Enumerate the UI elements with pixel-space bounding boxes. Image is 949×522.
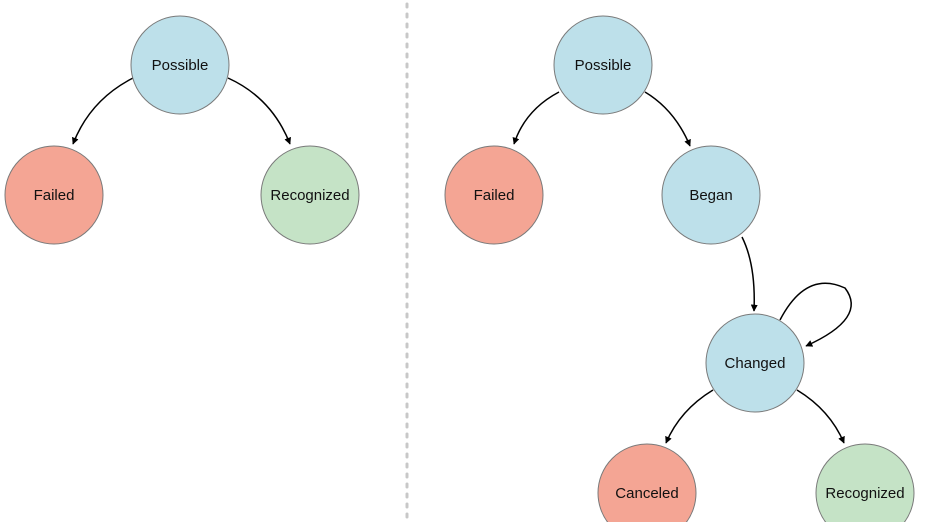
state-circle (815, 443, 915, 522)
state-node-began: Began (661, 145, 761, 245)
state-node-canceled: Canceled (597, 443, 697, 522)
state-node-recognized: Recognized (815, 443, 915, 522)
state-label: Possible (575, 57, 632, 74)
right-state-machine: Possible Failed Began Changed Canceled R… (444, 15, 915, 522)
state-node-recognized: Recognized (260, 145, 360, 245)
state-circle (661, 145, 761, 245)
state-node-possible: Possible (130, 15, 230, 115)
state-node-failed: Failed (4, 145, 104, 245)
state-node-possible: Possible (553, 15, 653, 115)
state-circle (705, 313, 805, 413)
edge-possible-to-failed (512, 91, 560, 145)
state-label: Canceled (615, 485, 678, 502)
edge-possible-to-began (644, 91, 691, 147)
edge-changed-self-loop (779, 282, 852, 347)
edge-possible-to-recognized (227, 77, 291, 145)
state-circle (4, 145, 104, 245)
state-label: Changed (725, 355, 786, 372)
edge-possible-to-failed (72, 77, 134, 145)
state-label: Recognized (825, 485, 904, 502)
state-circle (260, 145, 360, 245)
state-node-failed: Failed (444, 145, 544, 245)
state-label: Recognized (270, 187, 349, 204)
state-label: Failed (34, 187, 75, 204)
state-circle (597, 443, 697, 522)
edge-changed-to-canceled (665, 389, 714, 444)
state-node-changed: Changed (705, 313, 805, 413)
edge-began-to-changed (741, 236, 758, 312)
state-label: Began (689, 187, 732, 204)
left-state-machine: Possible Failed Recognized (4, 15, 360, 245)
state-circle (444, 145, 544, 245)
edge-changed-to-recognized (796, 389, 845, 444)
state-label: Possible (152, 57, 209, 74)
state-circle (553, 15, 653, 115)
state-label: Failed (474, 187, 515, 204)
state-circle (130, 15, 230, 115)
